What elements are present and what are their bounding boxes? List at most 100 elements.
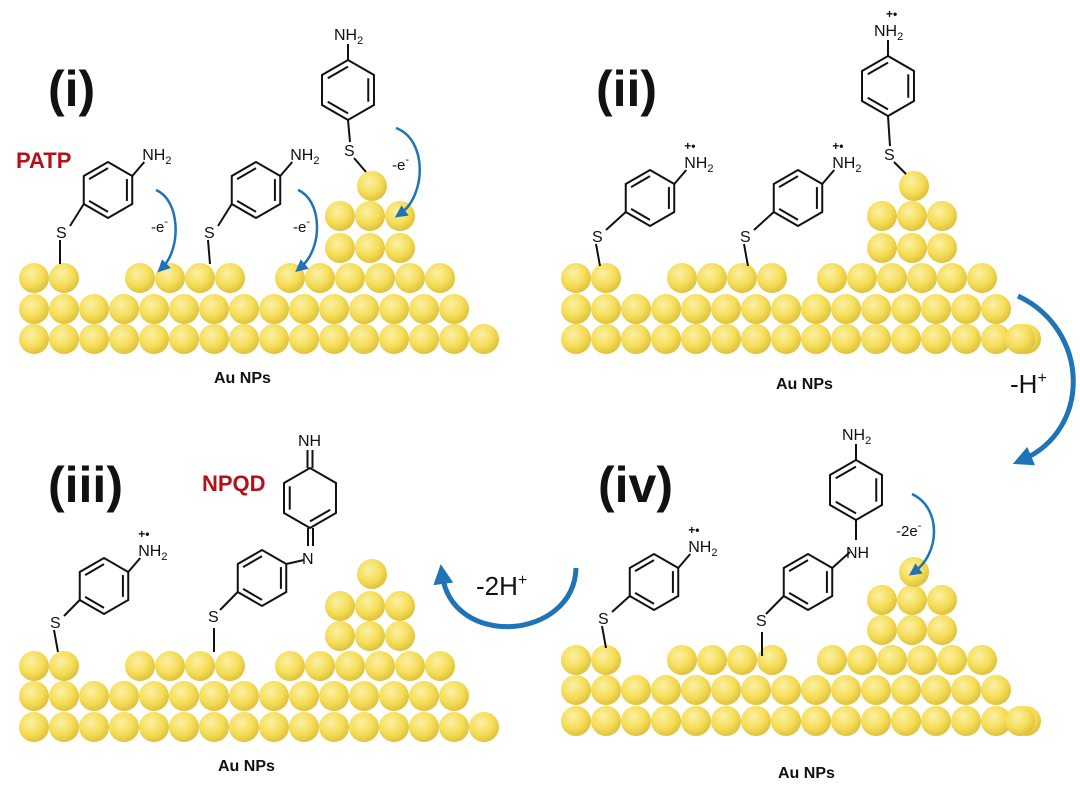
- gold-sphere-iv: [741, 675, 771, 705]
- gold-sphere-iii: [109, 712, 139, 742]
- gold-sphere-iv: [877, 645, 907, 675]
- gold-sphere-ii: [831, 294, 861, 324]
- gold-sphere-ii: [651, 324, 681, 354]
- gold-sphere-i: [409, 294, 439, 324]
- gold-sphere-iii: [19, 651, 49, 681]
- gold-sphere-i: [49, 294, 79, 324]
- gold-sphere-i: [109, 294, 139, 324]
- gold-sphere-iv: [967, 645, 997, 675]
- gold-sphere-iii: [139, 681, 169, 711]
- gold-sphere-i: [185, 263, 215, 293]
- gold-sphere-iv: [891, 706, 921, 736]
- gold-sphere-iv: [561, 675, 591, 705]
- electron-arrow-i-2: [295, 188, 319, 273]
- patp-ii-1-ring: [630, 175, 651, 188]
- npqd-iii-sulfur: S: [208, 609, 219, 626]
- patp-i-2-ring: [230, 160, 282, 220]
- gold-sphere-i: [199, 324, 229, 354]
- deprotonation-arrow-iv-to-iii: [433, 564, 579, 630]
- patp-i-2-bond-s-au: [207, 239, 211, 265]
- gold-sphere-i: [325, 233, 355, 263]
- gold-sphere-ii: [937, 263, 967, 293]
- gold-sphere-i: [49, 324, 79, 354]
- gold-sphere-iii: [379, 712, 409, 742]
- patp-ii-1-radical-cation: +•: [684, 139, 695, 153]
- npqd-iii-ring-benzene: [242, 555, 263, 568]
- gold-sphere-ii: [891, 324, 921, 354]
- gold-sphere-iv: [801, 706, 831, 736]
- patp-iii-1-radical-cation: +•: [138, 527, 149, 541]
- gold-sphere-i: [169, 294, 199, 324]
- gold-sphere-iv: [741, 706, 771, 736]
- patp-iii-1-ring: [78, 556, 130, 616]
- gold-sphere-iv: [561, 645, 591, 675]
- gold-sphere-iii: [155, 651, 185, 681]
- npqd-iii-imine-nh: NH: [298, 433, 321, 450]
- patp-ii-2-ring: [778, 175, 799, 188]
- gold-sphere-ii: [921, 324, 951, 354]
- patp-iii-1-sulfur: S: [50, 615, 61, 632]
- patp-ii-3-ring: [861, 54, 915, 118]
- gold-sphere-iii: [169, 712, 199, 742]
- dimer-iv-ring-upper: [835, 465, 857, 480]
- gold-sphere-ii-edge: [1005, 324, 1035, 354]
- gold-sphere-ii: [681, 294, 711, 324]
- gold-sphere-iv: [801, 675, 831, 705]
- dimer-iv-sulfur: S: [756, 613, 767, 630]
- gold-sphere-ii: [877, 263, 907, 293]
- electron-label-i-2: -e-: [293, 216, 310, 236]
- gold-sphere-i: [229, 294, 259, 324]
- gold-sphere-iii-tip: [357, 559, 387, 589]
- gold-sphere-i: [349, 294, 379, 324]
- patp-ii-2-radical-cation: +•: [832, 139, 843, 153]
- patp-ii-1-bond-ring-s: [605, 211, 627, 231]
- patp-i-3-bond-s-au: [353, 157, 367, 173]
- electron-arrow-i-1: [155, 188, 177, 273]
- gold-sphere-iv: [861, 706, 891, 736]
- npqd-iii-ring-benzene: [242, 588, 263, 601]
- gold-sphere-iii: [425, 651, 455, 681]
- gold-sphere-ii: [591, 263, 621, 293]
- gold-sphere-iv: [591, 675, 621, 705]
- gold-sphere-ii: [561, 294, 591, 324]
- gold-sphere-ii: [801, 324, 831, 354]
- gold-sphere-iv: [831, 675, 861, 705]
- gold-sphere-iv: [817, 645, 847, 675]
- gold-sphere-iii: [319, 681, 349, 711]
- npqd-iii-bond-ring-s: [219, 591, 239, 611]
- gold-sphere-i-tip: [357, 171, 387, 201]
- dimer-iv-bond-ring-s: [765, 595, 785, 615]
- gold-sphere-iii: [355, 621, 385, 651]
- patp-i-1-ring: [88, 200, 109, 213]
- deprotonation-arrow-ii-to-iv: [1012, 293, 1076, 466]
- gold-sphere-iii: [199, 681, 229, 711]
- patp-i-2-ring: [236, 167, 257, 180]
- gold-sphere-iv: [861, 675, 891, 705]
- dimer-iv-ring-upper: [835, 500, 857, 515]
- gold-sphere-iv: [681, 675, 711, 705]
- patp-i-3-ring: [327, 65, 349, 80]
- gold-sphere-i: [365, 263, 395, 293]
- gold-sphere-i: [79, 294, 109, 324]
- patp-iv-1-bond-ring-n: [677, 553, 692, 569]
- gold-sphere-iii: [229, 712, 259, 742]
- gold-sphere-ii: [861, 324, 891, 354]
- patp-ii-1-bond-s-au: [595, 243, 601, 267]
- gold-sphere-iv: [771, 706, 801, 736]
- patp-iv-1-radical-cation: +•: [688, 523, 699, 537]
- gold-sphere-ii: [951, 324, 981, 354]
- patp-i-2-ring: [236, 200, 257, 213]
- patp-ii-1-ring: [624, 168, 676, 228]
- electron-transfer-arrows: [155, 126, 936, 576]
- gold-sphere-iv: [651, 706, 681, 736]
- patp-ii-3-sulfur: S: [884, 147, 895, 164]
- patp-i-1-bond-ring-n: [131, 161, 146, 177]
- gold-sphere-iii: [289, 712, 319, 742]
- patp-iv-1-sulfur: S: [598, 611, 609, 628]
- gold-sphere-ii: [651, 294, 681, 324]
- au-nps-label-iii: Au NPs: [218, 758, 275, 775]
- patp-ii-2-sulfur: S: [740, 229, 751, 246]
- gold-sphere-iii: [355, 591, 385, 621]
- gold-sphere-ii: [711, 294, 741, 324]
- gold-sphere-iii: [365, 651, 395, 681]
